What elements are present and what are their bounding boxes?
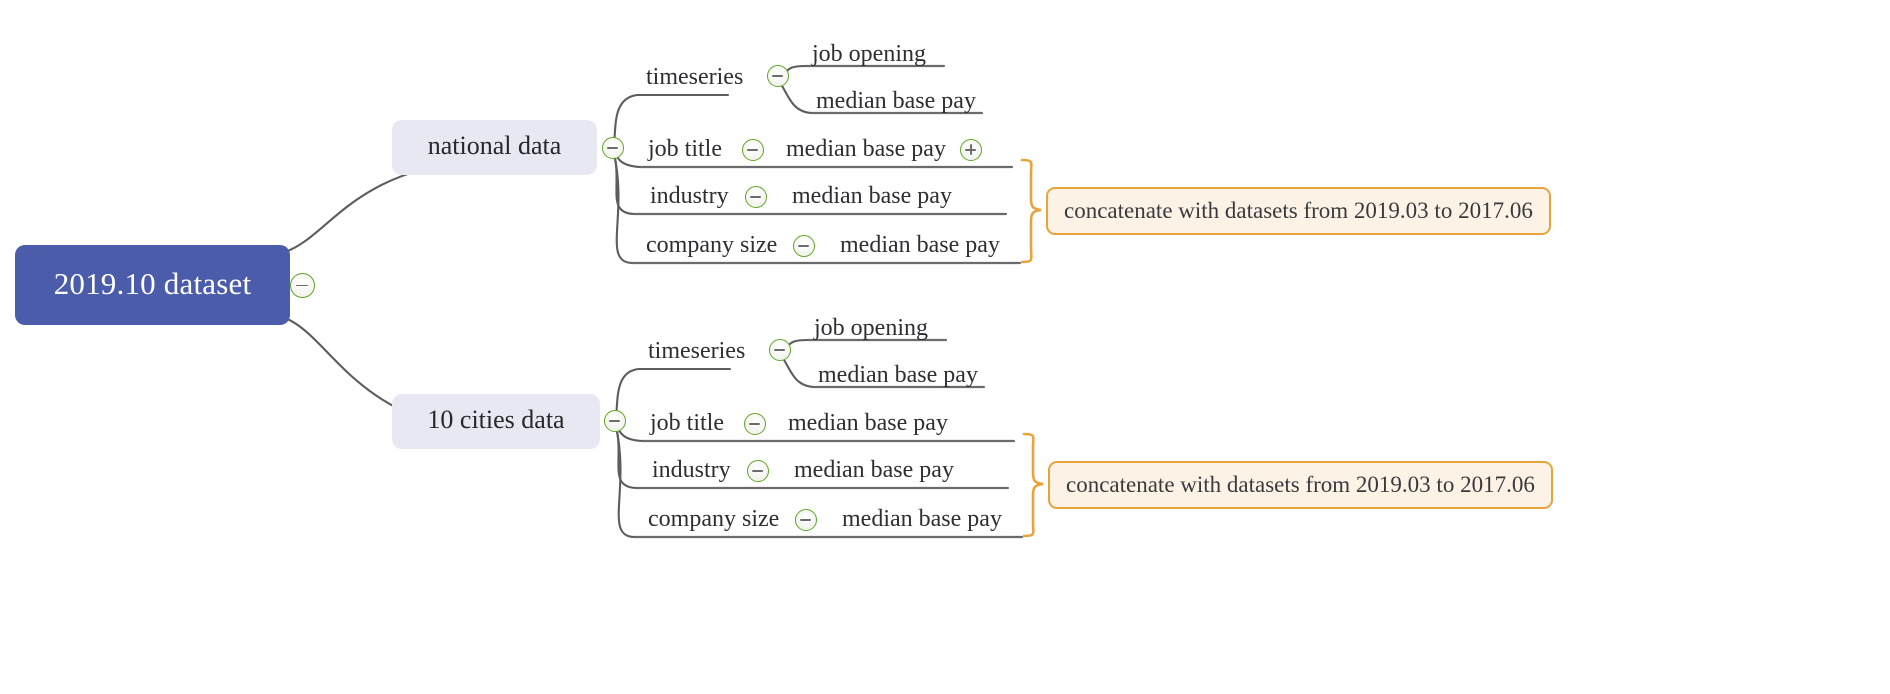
branch-10-cities-data-collapse-toggle-icon[interactable]	[604, 410, 626, 432]
leaf-national-timeseries-median-base-pay[interactable]: median base pay	[816, 88, 976, 114]
leaf-national-timeseries-job-opening[interactable]: job opening	[812, 41, 926, 67]
node-cities-job-title-label[interactable]: job title	[650, 410, 724, 436]
node-national-job-title-toggle-icon[interactable]	[742, 139, 764, 161]
node-cities-timeseries-label[interactable]: timeseries	[648, 338, 746, 364]
node-cities-industry-toggle-icon[interactable]	[747, 460, 769, 482]
branch-node-national-data[interactable]: national data	[392, 120, 597, 175]
root-collapse-toggle-icon[interactable]	[290, 273, 315, 298]
node-national-job-title-label[interactable]: job title	[648, 136, 722, 162]
node-cities-company-size-label[interactable]: company size	[648, 506, 780, 532]
node-cities-company-size-toggle-icon[interactable]	[795, 509, 817, 531]
node-cities-industry-label[interactable]: industry	[652, 457, 731, 483]
node-national-company-size-label[interactable]: company size	[646, 232, 778, 258]
branch-node-10-cities-data[interactable]: 10 cities data	[392, 394, 600, 449]
leaf-cities-industry-median-base-pay[interactable]: median base pay	[794, 457, 954, 483]
callout-cities-concatenate[interactable]: concatenate with datasets from 2019.03 t…	[1048, 461, 1553, 509]
leaf-national-job-title-expand-toggle-icon[interactable]	[960, 139, 982, 161]
branch-node-national-data-label: national data	[427, 131, 562, 160]
node-national-industry-toggle-icon[interactable]	[745, 186, 767, 208]
leaf-national-company-size-median-base-pay[interactable]: median base pay	[840, 232, 1000, 258]
root-node-label: 2019.10 dataset	[53, 266, 252, 301]
node-national-timeseries-label[interactable]: timeseries	[646, 64, 744, 90]
node-national-timeseries-toggle-icon[interactable]	[767, 65, 789, 87]
node-cities-job-title-toggle-icon[interactable]	[744, 413, 766, 435]
leaf-cities-company-size-median-base-pay[interactable]: median base pay	[842, 506, 1002, 532]
branch-national-data-collapse-toggle-icon[interactable]	[602, 137, 624, 159]
node-cities-timeseries-toggle-icon[interactable]	[769, 339, 791, 361]
leaf-national-job-title-median-base-pay[interactable]: median base pay	[786, 136, 946, 162]
leaf-cities-job-title-median-base-pay[interactable]: median base pay	[788, 410, 948, 436]
leaf-national-industry-median-base-pay[interactable]: median base pay	[792, 183, 952, 209]
leaf-cities-timeseries-job-opening[interactable]: job opening	[814, 315, 928, 341]
callout-national-concatenate[interactable]: concatenate with datasets from 2019.03 t…	[1046, 187, 1551, 235]
leaf-cities-timeseries-median-base-pay[interactable]: median base pay	[818, 362, 978, 388]
root-node[interactable]: 2019.10 dataset	[15, 245, 290, 325]
branch-node-10-cities-data-label: 10 cities data	[427, 405, 565, 434]
node-national-company-size-toggle-icon[interactable]	[793, 235, 815, 257]
callout-national-text: concatenate with datasets from 2019.03 t…	[1064, 198, 1533, 223]
node-national-industry-label[interactable]: industry	[650, 183, 729, 209]
callout-cities-text: concatenate with datasets from 2019.03 t…	[1066, 472, 1535, 497]
